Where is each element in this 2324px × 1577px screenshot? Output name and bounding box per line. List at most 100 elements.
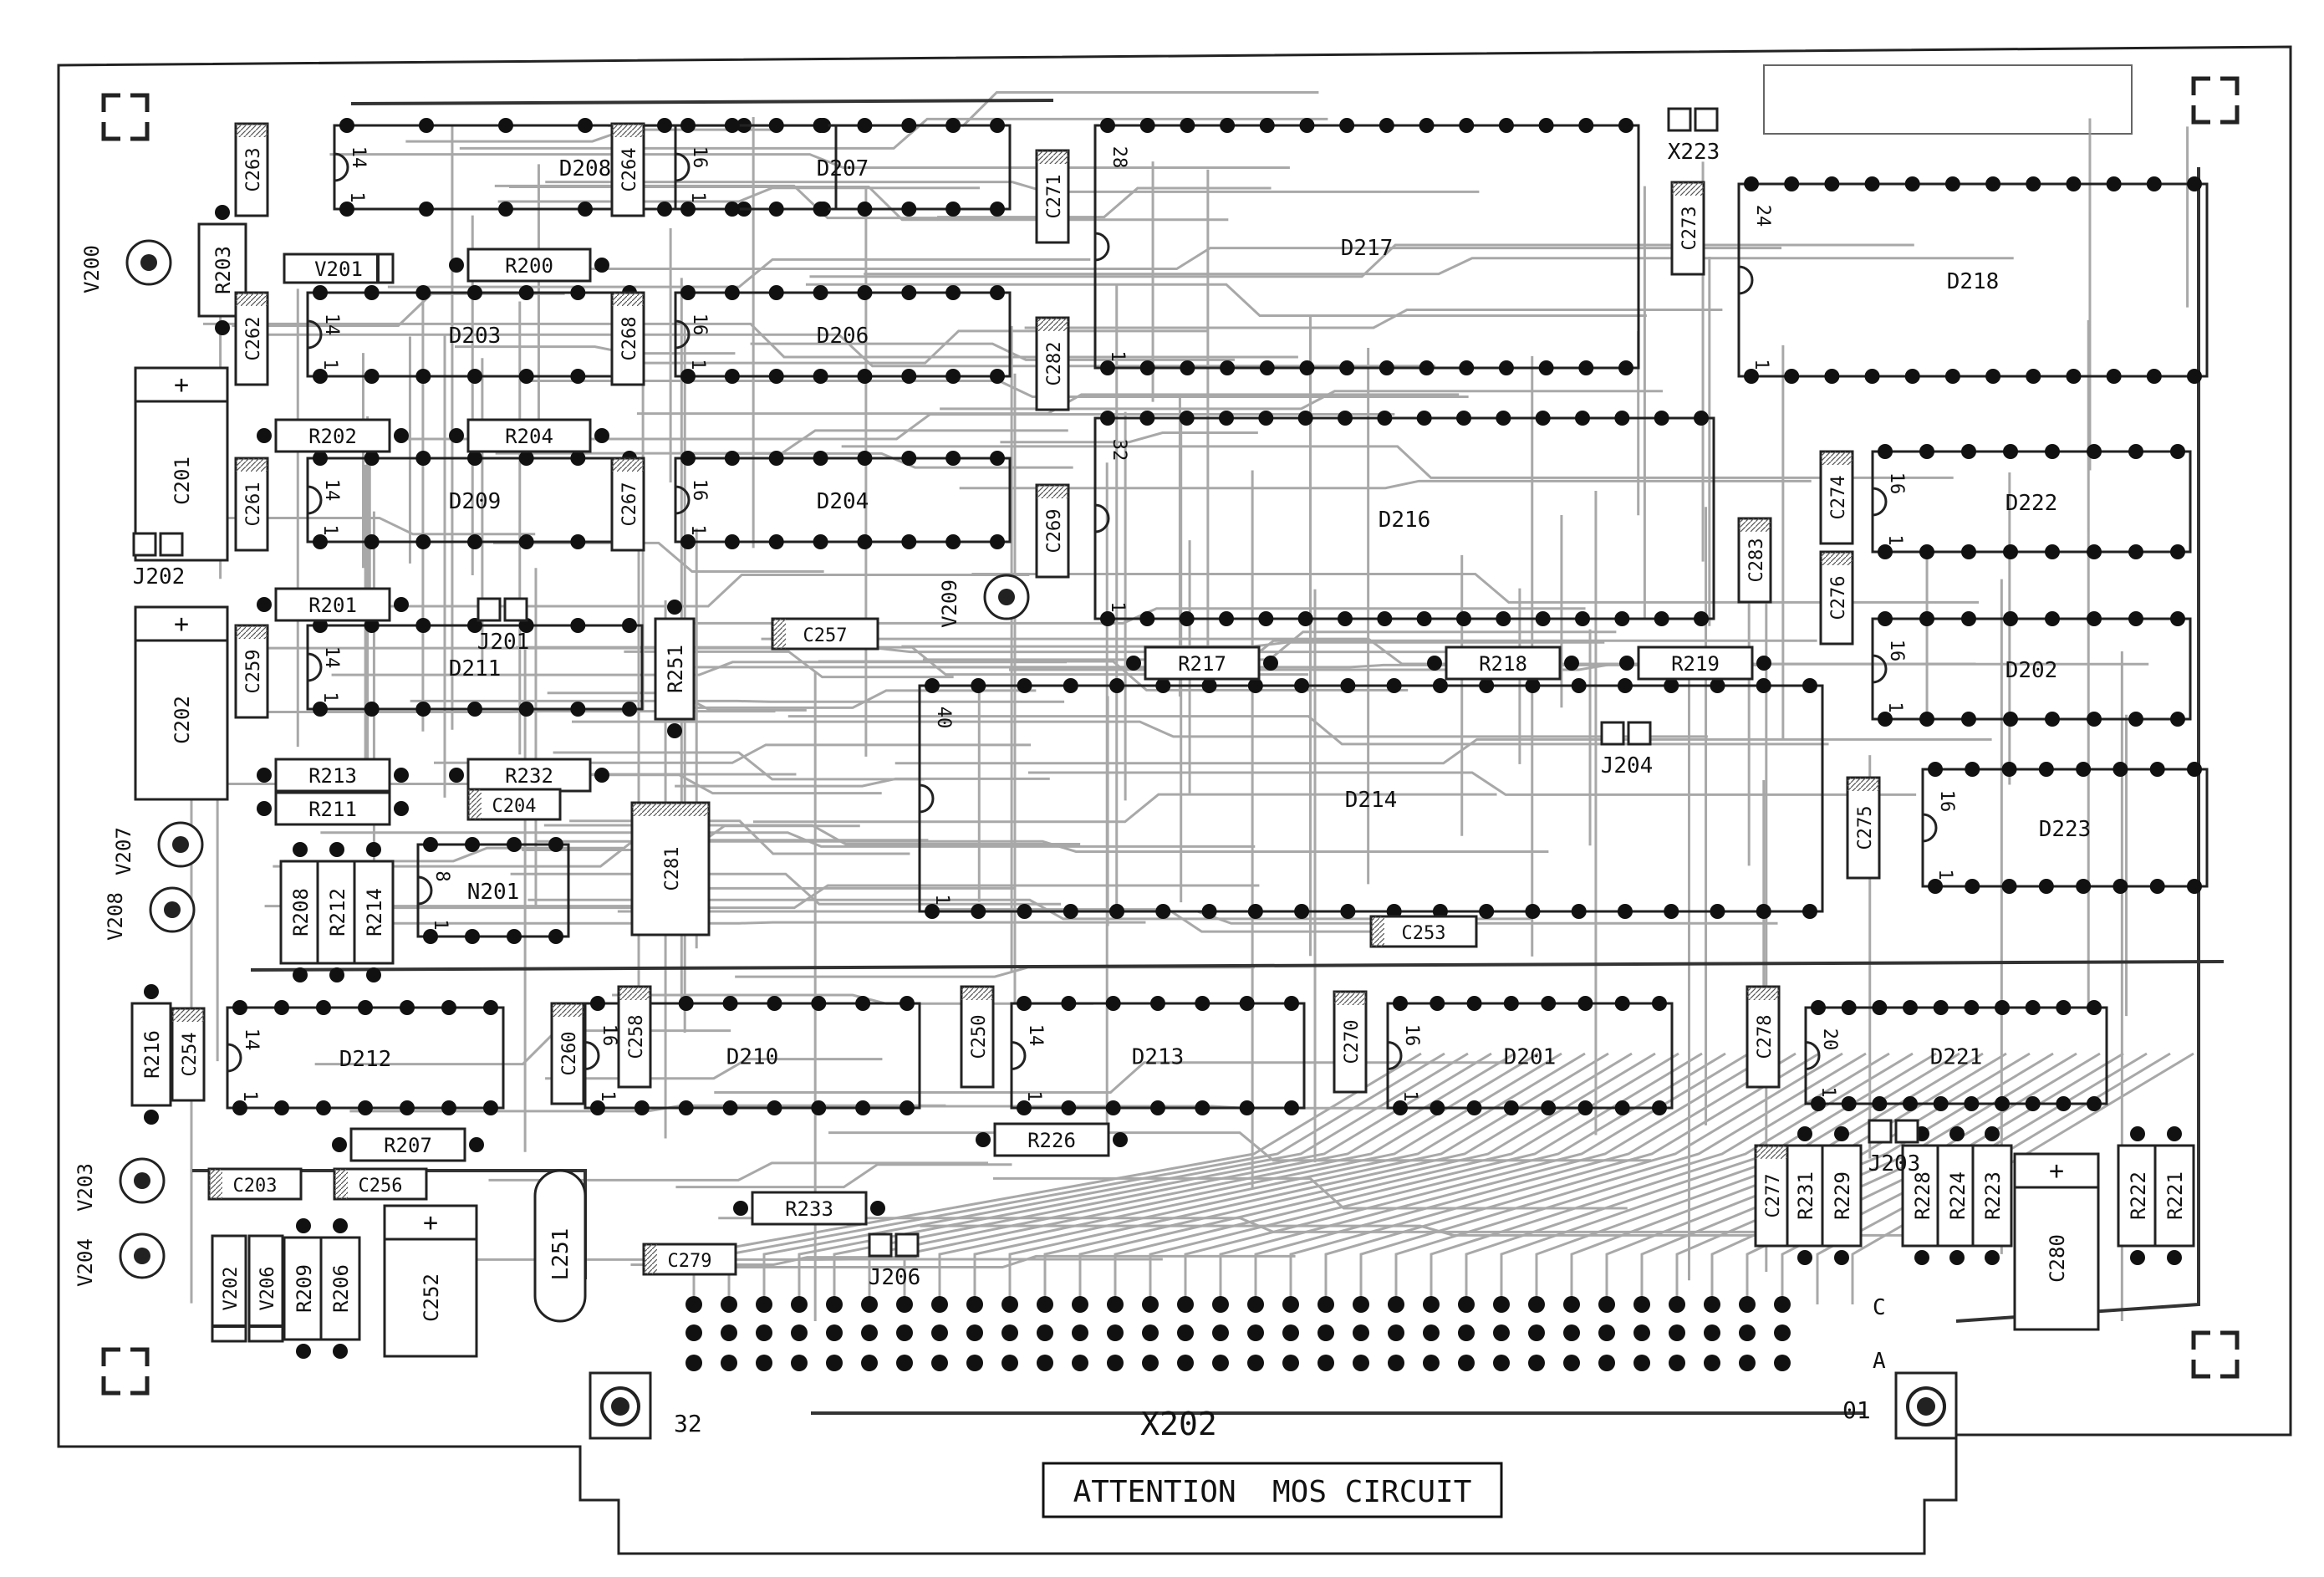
ic-pin: [925, 678, 940, 693]
ic-pin: [400, 1000, 415, 1015]
transistor-label: V203: [74, 1163, 97, 1212]
resistor-pad: [394, 768, 409, 783]
trace: [332, 921, 1146, 925]
capacitor-label: C282: [1044, 342, 1065, 386]
ic-pin: [570, 451, 586, 466]
resistor-r212: R212: [316, 842, 358, 982]
connector-pin-a: [1633, 1355, 1650, 1371]
ic-pin: [1379, 360, 1394, 375]
ic-pin: [2087, 712, 2102, 727]
ic-pincount-label: 32: [1108, 439, 1129, 462]
ic-pin: [419, 202, 434, 217]
connector-pin-a: [721, 1355, 737, 1371]
resistor-body: [1936, 1144, 1978, 1248]
ic-pin: [1985, 176, 2001, 191]
trace: [398, 413, 1395, 441]
ic-pin: [925, 904, 940, 919]
ic-pin1-label: 1: [319, 524, 340, 535]
connector-fan-trace: [798, 1052, 1492, 1304]
connector-pin-b: [1633, 1324, 1650, 1341]
connector-label: X202: [1140, 1406, 1217, 1442]
connector-pin-c: [721, 1296, 737, 1313]
trace: [331, 661, 1068, 676]
ic-pin: [1150, 1100, 1165, 1115]
resistor-r200: R200: [449, 248, 609, 283]
ic-pin: [1155, 904, 1171, 919]
electrolytic-body: [2013, 1152, 2100, 1331]
connector-pin-right: 01: [1842, 1396, 1871, 1424]
capacitor-band: [209, 1169, 222, 1199]
ic-pin: [423, 929, 438, 944]
capacitor-body: [617, 985, 652, 1089]
transistor-v208: V208: [104, 886, 196, 941]
resistor-pad: [257, 801, 272, 816]
corner-mark-segment: [2191, 105, 2210, 125]
capacitor-c271: C271: [1035, 149, 1070, 244]
ic-pin: [2087, 444, 2102, 459]
ic-pin: [1503, 996, 1519, 1011]
connector-pin-c: [1669, 1296, 1685, 1313]
connector-pin-c: [1598, 1296, 1615, 1313]
trace: [329, 153, 1290, 169]
ic-ref-label: D212: [339, 1047, 392, 1072]
connector-pin-b: [1669, 1324, 1685, 1341]
capacitor-label: C260: [559, 1032, 580, 1076]
capacitor-label: C278: [1755, 1015, 1776, 1059]
resistor-label: R222: [2127, 1171, 2150, 1220]
resistor-pad: [1756, 656, 1771, 671]
capacitor-body: [771, 617, 879, 651]
resistor-pad: [449, 428, 464, 443]
connector-pin-a: [1458, 1355, 1475, 1371]
ic-pin: [1961, 544, 1976, 559]
ic-pin: [1538, 118, 1554, 133]
ic-pin: [313, 285, 328, 300]
ic-pin: [1811, 1000, 1826, 1015]
capacitor-label: C273: [1679, 207, 1700, 251]
ic-pin: [1393, 996, 1408, 1011]
connector-pin-c: [1774, 1296, 1791, 1313]
ic-pin: [1419, 118, 1435, 133]
ic-pin: [1466, 996, 1482, 1011]
trace: [894, 737, 1992, 765]
resistor-r219: R219: [1619, 646, 1771, 681]
capacitor-band: [632, 803, 709, 816]
corner-mark-segment: [101, 93, 120, 112]
ic-ref-label: D213: [1132, 1045, 1185, 1070]
connector-pin-b: [1212, 1324, 1229, 1341]
board-outline: [57, 45, 2292, 1555]
connector-pin-c: [1072, 1296, 1088, 1313]
ic-pin: [1864, 176, 1880, 191]
capacitor-body: [610, 457, 645, 552]
ic-pin: [1100, 411, 1115, 426]
ic-pincount-label: 16: [599, 1024, 619, 1047]
connector-pin-b: [1458, 1324, 1475, 1341]
transistor-pad: [140, 254, 157, 271]
jumper-x223: X223: [1667, 107, 1720, 165]
ic-ref-label: D211: [449, 656, 502, 681]
ic-ref-label: D216: [1379, 508, 1431, 533]
ic-pin: [2066, 176, 2082, 191]
resistor-label: R221: [2163, 1171, 2187, 1220]
ic-pin: [1933, 1096, 1949, 1111]
connector-fan-trace: [1254, 1052, 1797, 1304]
ic-pin: [724, 534, 740, 549]
ic-pin: [364, 702, 380, 717]
ic-pin: [2128, 611, 2143, 626]
ic-pin: [1180, 360, 1195, 375]
diode-body: [247, 1234, 284, 1343]
ic-body: [1804, 1006, 2108, 1105]
ic-pin: [1294, 904, 1310, 919]
ic-pin: [1965, 879, 1980, 894]
ic-body: [1921, 768, 2209, 888]
ic-pin: [274, 1000, 289, 1015]
ic-pin: [945, 202, 961, 217]
ic-pin: [680, 118, 696, 133]
capacitor-label: C268: [619, 317, 640, 361]
connector-pin-c: [1739, 1296, 1756, 1313]
ic-pin: [900, 996, 915, 1011]
resistor-pad: [1427, 656, 1442, 671]
connector-pin-b: [721, 1324, 737, 1341]
capacitor-band: [1037, 485, 1068, 498]
ic-notch: [417, 875, 433, 906]
